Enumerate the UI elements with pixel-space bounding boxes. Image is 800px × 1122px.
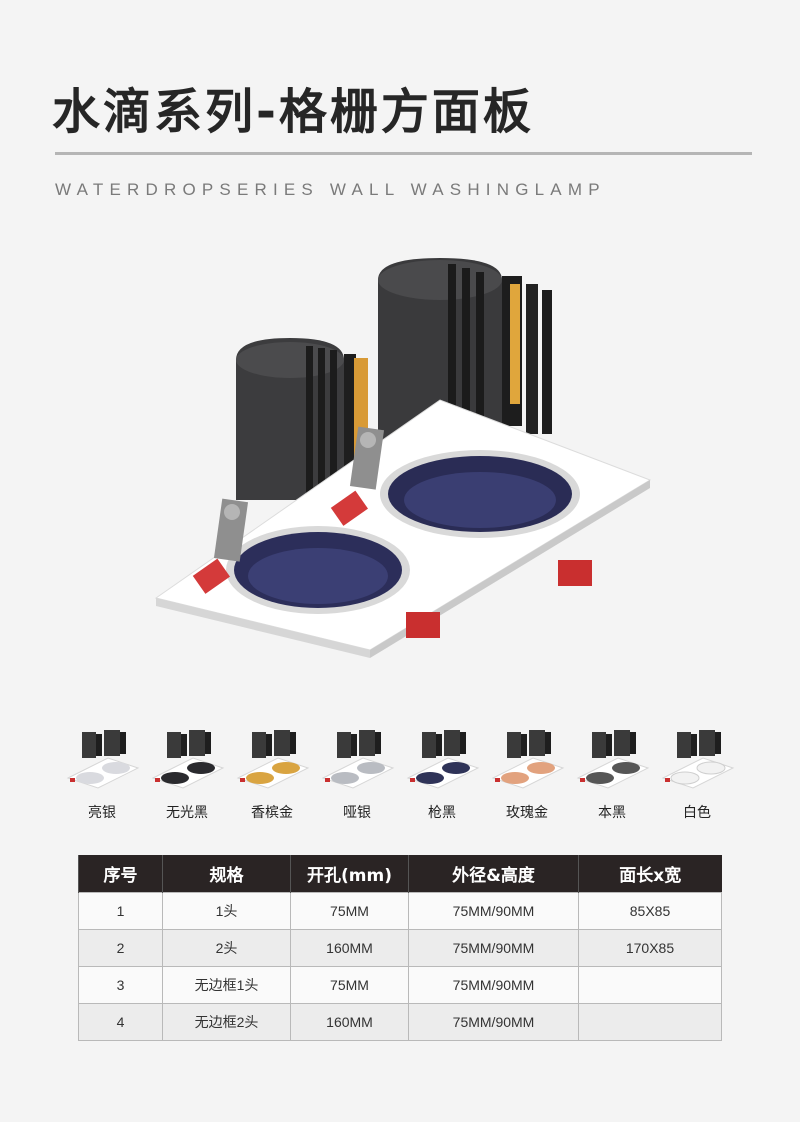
table-cell: 75MM/90MM bbox=[408, 1003, 579, 1041]
finish-label: 亮银 bbox=[88, 805, 116, 821]
table-cell: 无边框2头 bbox=[162, 1003, 291, 1041]
table-cell: 75MM/90MM bbox=[408, 966, 579, 1004]
page-title: 水滴系列-格栅方面板 bbox=[52, 84, 534, 140]
page-subtitle: WATERDROPSERIES WALL WASHINGLAMP bbox=[55, 180, 606, 199]
column-header: 序号 bbox=[78, 855, 163, 893]
table-cell: 75MM/90MM bbox=[408, 892, 579, 930]
column-header: 外径&高度 bbox=[408, 855, 579, 893]
table-cell: 3 bbox=[78, 966, 163, 1004]
finish-swatch: 亮银 bbox=[60, 728, 144, 838]
finish-label: 枪黑 bbox=[428, 805, 456, 821]
finish-thumbnail bbox=[236, 730, 310, 789]
finish-thumbnail bbox=[661, 730, 735, 789]
spring-clip-left bbox=[192, 498, 249, 594]
right-housing bbox=[378, 258, 552, 440]
table-row: 2 2头 160MM 75MM/90MM 170X85 bbox=[78, 929, 722, 967]
table-cell bbox=[578, 966, 722, 1004]
finish-thumbnail bbox=[151, 730, 225, 789]
finish-swatch: 本黑 bbox=[570, 728, 654, 838]
table-cell bbox=[578, 1003, 722, 1041]
clip-tab-side bbox=[558, 560, 592, 586]
column-header: 开孔(mm) bbox=[290, 855, 409, 893]
table-header-row: 序号 规格 开孔(mm) 外径&高度 面长x宽 bbox=[78, 855, 722, 893]
table-cell: 75MM bbox=[290, 892, 409, 930]
table-cell: 4 bbox=[78, 1003, 163, 1041]
finish-label: 玫瑰金 bbox=[506, 805, 548, 821]
finish-label: 本黑 bbox=[598, 805, 626, 821]
finish-thumbnail bbox=[66, 730, 140, 789]
spring-clip-right bbox=[330, 426, 385, 526]
product-image bbox=[154, 258, 652, 658]
spec-table: 序号 规格 开孔(mm) 外径&高度 面长x宽 1 1头 75MM 75MM/9… bbox=[78, 855, 722, 1041]
table-cell: 160MM bbox=[290, 1003, 409, 1041]
finish-swatch: 香槟金 bbox=[230, 728, 314, 838]
table-cell: 1 bbox=[78, 892, 163, 930]
finish-swatch: 玫瑰金 bbox=[485, 728, 569, 838]
table-cell: 无边框1头 bbox=[162, 966, 291, 1004]
finish-label: 哑银 bbox=[343, 805, 371, 821]
table-cell: 2头 bbox=[162, 929, 291, 967]
finish-thumbnail bbox=[576, 730, 650, 789]
table-cell: 160MM bbox=[290, 929, 409, 967]
finish-thumbnail bbox=[321, 730, 395, 789]
finish-thumbnail bbox=[491, 730, 565, 789]
reflector-left bbox=[226, 526, 410, 614]
left-housing bbox=[236, 338, 368, 500]
table-row: 3 无边框1头 75MM 75MM/90MM bbox=[78, 966, 722, 1004]
table-row: 1 1头 75MM 75MM/90MM 85X85 bbox=[78, 892, 722, 930]
finish-swatch: 枪黑 bbox=[400, 728, 484, 838]
table-cell: 75MM bbox=[290, 966, 409, 1004]
finish-thumbnail bbox=[406, 730, 480, 789]
column-header: 规格 bbox=[162, 855, 291, 893]
table-cell: 75MM/90MM bbox=[408, 929, 579, 967]
finish-swatch: 哑银 bbox=[315, 728, 399, 838]
finish-label: 无光黑 bbox=[166, 805, 208, 821]
table-row: 4 无边框2头 160MM 75MM/90MM bbox=[78, 1003, 722, 1041]
table-cell: 170X85 bbox=[578, 929, 722, 967]
finish-swatch: 无光黑 bbox=[145, 728, 229, 838]
column-header: 面长x宽 bbox=[578, 855, 722, 893]
table-cell: 85X85 bbox=[578, 892, 722, 930]
finish-label: 白色 bbox=[683, 805, 711, 821]
finish-label: 香槟金 bbox=[251, 805, 293, 821]
clip-tab-front bbox=[406, 612, 440, 638]
table-cell: 2 bbox=[78, 929, 163, 967]
title-divider bbox=[55, 152, 752, 155]
finish-options: 亮银 无光黑 香槟金 哑银 bbox=[60, 728, 740, 838]
finish-swatch: 白色 bbox=[655, 728, 739, 838]
table-cell: 1头 bbox=[162, 892, 291, 930]
reflector-right bbox=[380, 450, 580, 538]
